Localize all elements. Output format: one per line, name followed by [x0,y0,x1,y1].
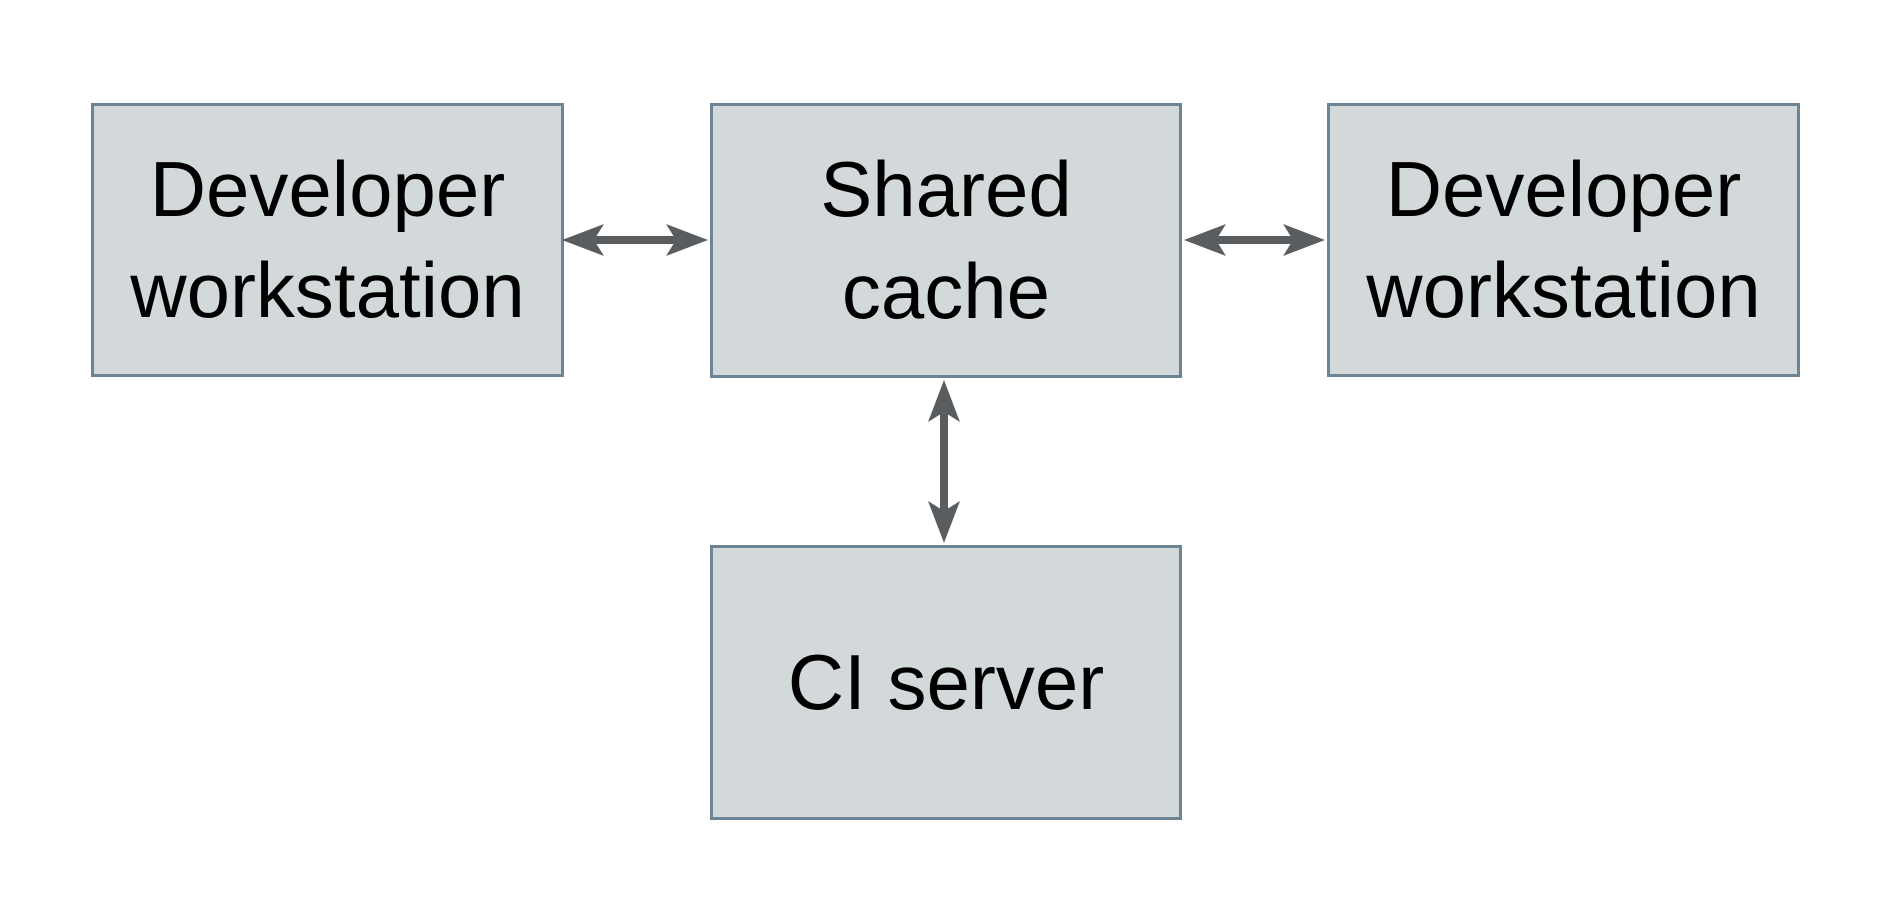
node-developer-workstation-right: Developer workstation [1327,103,1800,377]
bidirectional-arrow-right [1184,224,1325,256]
node-ci-server: CI server [710,545,1182,820]
node-label: Developer workstation [130,144,525,334]
node-label: CI server [787,637,1105,726]
node-label: Shared cache [820,145,1072,335]
node-shared-cache: Shared cache [710,103,1182,378]
node-developer-workstation-left: Developer workstation [91,103,564,377]
bidirectional-arrow-left [562,224,708,256]
bidirectional-arrow-vertical [928,380,960,543]
node-label: Developer workstation [1366,144,1761,334]
